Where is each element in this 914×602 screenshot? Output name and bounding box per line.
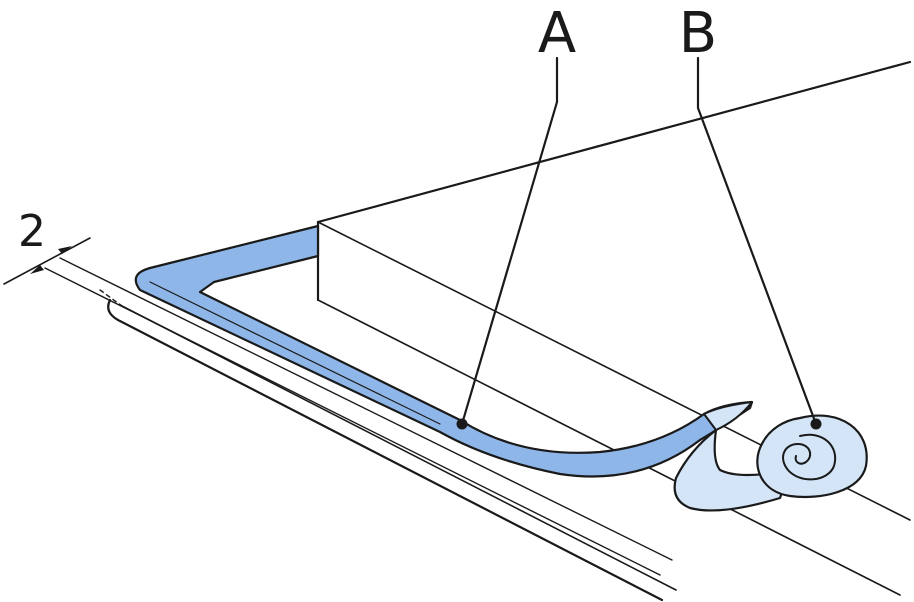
top-edge-line [316,60,912,224]
roll-b-outer [756,414,868,499]
dimension-marker [3,237,123,307]
leader-dot-a [456,418,468,430]
leader-dot-b [810,418,822,430]
callouts [456,56,822,430]
tape-a [134,224,754,478]
roll-b-spiral [782,433,837,481]
dimension-line [3,237,91,285]
leader-line-a [460,56,559,426]
label-a: A [538,1,576,66]
dimension-arrow-1 [30,265,44,274]
tape-a-shape [134,224,754,478]
base-surface [44,60,912,602]
front-edge-line [107,298,664,602]
tape-a-inner-edge [149,281,441,425]
block-base-edge [317,299,901,596]
base-thin-line-2 [44,267,661,576]
leader-line-b [696,56,818,426]
label-dimension: 2 [18,206,46,257]
dimension-arrow-2 [58,246,72,254]
front-edge-inner-line [121,305,677,591]
roll-b-tail [673,428,792,512]
dimension-dash [99,289,123,307]
label-b: B [679,1,717,66]
tape-a-curl-end [703,401,753,431]
base-thin-line-1 [59,257,673,561]
roll-b [673,414,868,512]
